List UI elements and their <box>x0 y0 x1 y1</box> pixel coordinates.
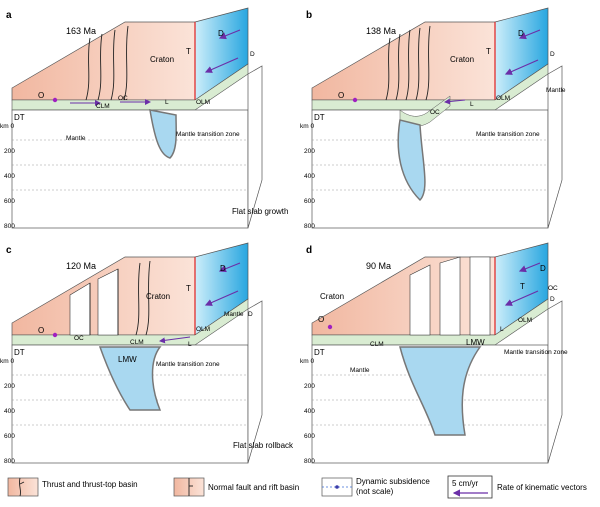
panel-c-craton: Craton <box>146 292 170 301</box>
panel-c-DT: DT <box>14 348 25 357</box>
panel-a-O: O <box>38 91 44 100</box>
panel-d-mtz: Mantle transition zone <box>504 349 568 356</box>
panel-d-T: T <box>520 282 525 291</box>
svg-text:km 0: km 0 <box>300 123 314 130</box>
svg-text:km 0: km 0 <box>0 358 14 365</box>
panel-d <box>311 242 563 464</box>
panel-c-mantle: Mantle <box>224 311 244 318</box>
panel-a-CLM: CLM <box>96 103 110 110</box>
panel-d-OLM: OLM <box>518 317 532 324</box>
svg-text:800: 800 <box>4 458 15 465</box>
svg-text:800: 800 <box>304 223 315 230</box>
svg-text:km 0: km 0 <box>0 123 14 130</box>
svg-text:200: 200 <box>4 148 15 155</box>
panel-a-mantle: Mantle <box>66 135 86 142</box>
panel-a-OC: OC <box>118 95 128 102</box>
legend-thrust-label: Thrust and thrust-top basin <box>42 480 138 489</box>
svg-text:200: 200 <box>304 383 315 390</box>
panel-c-letter: c <box>6 245 12 256</box>
panel-c-OC: OC <box>74 335 84 342</box>
panel-a-age: 163 Ma <box>66 26 96 36</box>
panel-d-OC: OC <box>548 285 558 292</box>
svg-text:200: 200 <box>304 148 315 155</box>
panel-c-LMW: LMW <box>118 355 137 364</box>
svg-text:400: 400 <box>304 408 315 415</box>
panel-c-O: O <box>38 326 44 335</box>
panel-a-depth-axis: km 0 200 400 600 800 <box>0 123 15 230</box>
legend-scale-box <box>447 475 493 499</box>
panel-d-L: L <box>500 326 504 333</box>
panel-c-depth-axis: km 0 200 400 600 800 <box>0 358 15 465</box>
panel-a-mtz: Mantle transition zone <box>176 131 240 138</box>
panel-c-CLM: CLM <box>130 339 144 346</box>
panel-c-ocean-D2: D <box>248 311 253 318</box>
panel-c <box>11 242 263 464</box>
svg-text:600: 600 <box>4 433 15 440</box>
legend: Thrust and thrust-top basin Normal fault… <box>7 475 587 499</box>
panel-a-letter: a <box>6 10 12 21</box>
panel-d-O: O <box>318 315 324 324</box>
panel-a-DT: DT <box>14 113 25 122</box>
panel-c-ocean-D: D <box>220 264 226 273</box>
panel-d-craton: Craton <box>320 292 344 301</box>
panel-d-LMW: LMW <box>466 338 485 347</box>
panel-d-letter: d <box>306 245 312 256</box>
panel-b-OLM: OLM <box>496 95 510 102</box>
legend-dynamic-label-1: Dynamic subsidence <box>356 477 430 486</box>
panel-a-ocean-D2: D <box>250 51 255 58</box>
legend-dynamic-label-2: (not scale) <box>356 487 394 496</box>
panel-c-T: T <box>186 284 191 293</box>
panel-d-mantle: Mantle <box>350 367 370 374</box>
panel-b-mantle: Mantle <box>546 87 566 94</box>
panel-a-T: T <box>186 47 191 56</box>
panel-a <box>11 7 263 229</box>
panel-d-DT: DT <box>314 348 325 357</box>
svg-text:800: 800 <box>4 223 15 230</box>
legend-scale-value: 5 cm/yr <box>452 479 479 488</box>
panel-b-letter: b <box>306 10 312 21</box>
panel-a-L: L <box>165 99 169 106</box>
panel-b-T: T <box>486 47 491 56</box>
svg-text:600: 600 <box>4 198 15 205</box>
legend-rate-label: Rate of kinematic vectors <box>497 483 587 492</box>
panel-d-depth-axis: km 0 200 400 600 800 <box>300 358 315 465</box>
panel-a-ocean-D: D <box>218 29 224 38</box>
panel-b-depth-axis: km 0 200 400 600 800 <box>300 123 315 230</box>
legend-normal-icon <box>173 477 205 497</box>
panel-d-ocean-D2: D <box>550 296 555 303</box>
panel-b-age: 138 Ma <box>366 26 396 36</box>
panel-b <box>311 7 563 229</box>
panel-c-mtz: Mantle transition zone <box>156 361 220 368</box>
panel-d-ocean-D: D <box>540 264 546 273</box>
svg-text:400: 400 <box>4 408 15 415</box>
panel-b-DT: DT <box>314 113 325 122</box>
svg-text:800: 800 <box>304 458 315 465</box>
panel-b-mtz: Mantle transition zone <box>476 131 540 138</box>
panel-b-craton: Craton <box>450 55 474 64</box>
panel-d-CLM: CLM <box>370 341 384 348</box>
panel-b-O: O <box>338 91 344 100</box>
panel-d-age: 90 Ma <box>366 261 391 271</box>
svg-text:600: 600 <box>304 433 315 440</box>
svg-text:600: 600 <box>304 198 315 205</box>
legend-dynamic-icon <box>321 477 353 497</box>
legend-thrust-icon <box>7 477 39 497</box>
panel-c-L: L <box>188 341 192 348</box>
caption-flat-slab-rollback: Flat slab rollback <box>233 441 294 450</box>
panel-c-age: 120 Ma <box>66 261 96 271</box>
legend-normal-label: Normal fault and rift basin <box>208 483 299 492</box>
svg-text:200: 200 <box>4 383 15 390</box>
svg-text:km 0: km 0 <box>300 358 314 365</box>
panel-b-L: L <box>470 101 474 108</box>
panel-b-ocean-D2: D <box>550 51 555 58</box>
panel-c-OLM: OLM <box>196 326 210 333</box>
panel-b-ocean-D: D <box>518 29 524 38</box>
panel-a-craton: Craton <box>150 55 174 64</box>
svg-text:400: 400 <box>304 173 315 180</box>
panel-a-OLM: OLM <box>196 99 210 106</box>
panel-b-OC: OC <box>430 109 440 116</box>
caption-flat-slab-growth: Flat slab growth <box>232 207 288 216</box>
svg-text:400: 400 <box>4 173 15 180</box>
